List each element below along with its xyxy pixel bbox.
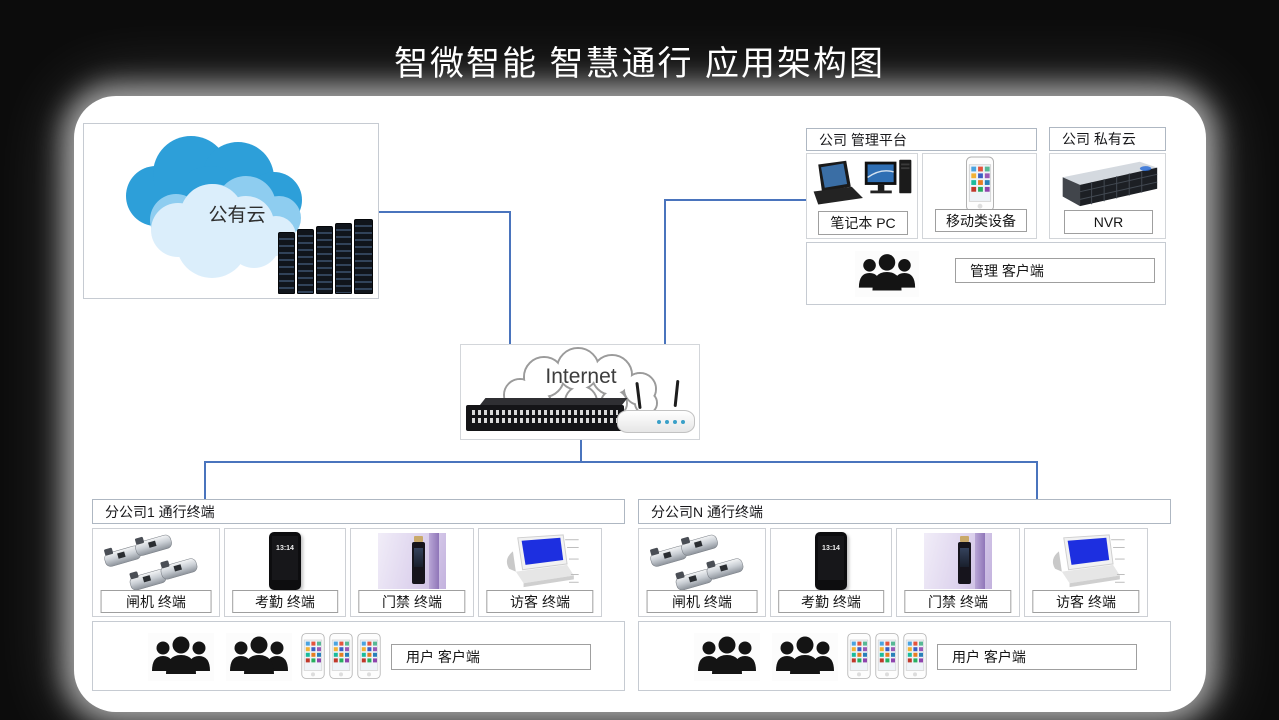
- network-switch-icon: [466, 398, 628, 431]
- gate-terminal-box: 闸机 终端: [92, 528, 220, 617]
- access-terminal-label: 门禁 终端: [904, 590, 1012, 613]
- branch1-header-label: 分公司1 通行终端: [105, 503, 215, 520]
- turnstile-gate-icon: [101, 531, 199, 591]
- branchN-header: 分公司N 通行终端: [638, 499, 1171, 524]
- access-terminal-box: 门禁 终端: [350, 528, 474, 617]
- attendance-device-icon: 13:14: [815, 532, 847, 590]
- gate-terminal-label: 闸机 终端: [100, 590, 212, 613]
- smartphone-icon: [875, 633, 899, 679]
- internet-label: Internet: [545, 365, 617, 388]
- connector-internet-down: [580, 440, 582, 463]
- smartphone-icon: [847, 633, 871, 679]
- internet-box: Internet: [460, 344, 700, 440]
- admin-users-icon: [855, 251, 919, 297]
- attendance-terminal-label: 考勤 终端: [232, 590, 338, 613]
- visitor-kiosk-icon: [506, 534, 580, 588]
- connector-mgmt-internet-h: [664, 199, 806, 201]
- attendance-screen-time: 13:14: [822, 545, 840, 552]
- smartphone-icon: [357, 633, 381, 679]
- mgmt-client-label: 管理 客户端: [955, 258, 1155, 283]
- private-cloud-header: 公司 私有云: [1049, 127, 1166, 151]
- branch1-user-row: 用户 客户端: [92, 621, 625, 691]
- connector-branchN-v: [1036, 461, 1038, 499]
- branchN-section: 分公司N 通行终端 闸机 终端 13:14 考勤 终端 门禁 终端: [638, 499, 1171, 691]
- mobile-device-box: 移动类设备: [922, 153, 1037, 239]
- mgmt-platform-header: 公司 管理平台: [806, 128, 1037, 151]
- user-client-label: 用户 客户端: [937, 644, 1137, 670]
- public-cloud-label: 公有云: [208, 205, 266, 226]
- gate-terminal-box: 闸机 终端: [638, 528, 766, 617]
- visitor-terminal-label: 访客 终端: [1032, 590, 1140, 613]
- attendance-device-icon: 13:14: [269, 532, 301, 590]
- nvr-label: NVR: [1064, 210, 1153, 234]
- laptop-pc-icon: [813, 159, 912, 205]
- connector-mgmt-internet-v: [664, 199, 666, 345]
- access-control-device-icon: [924, 533, 992, 589]
- connector-branches-h: [204, 461, 1038, 463]
- connector-cloud-internet-h: [378, 211, 510, 213]
- attendance-terminal-box: 13:14 考勤 终端: [770, 528, 892, 617]
- turnstile-gate-icon: [647, 531, 745, 591]
- public-cloud-box: 公有云: [83, 123, 379, 299]
- attendance-terminal-label: 考勤 终端: [778, 590, 884, 613]
- access-terminal-box: 门禁 终端: [896, 528, 1020, 617]
- private-cloud-header-label: 公司 私有云: [1062, 131, 1136, 147]
- wireless-router-icon: [617, 379, 695, 434]
- visitor-kiosk-icon: [1052, 534, 1126, 588]
- users-icon: [226, 633, 292, 681]
- attendance-terminal-box: 13:14 考勤 终端: [224, 528, 346, 617]
- nvr-server-icon: [1062, 161, 1158, 207]
- connector-branch1-v: [204, 461, 206, 499]
- public-cloud-icon: [126, 136, 302, 278]
- gate-terminal-label: 闸机 终端: [646, 590, 758, 613]
- smartphone-icon: [329, 633, 353, 679]
- smartphone-icon: [903, 633, 927, 679]
- smartphone-icon: [301, 633, 325, 679]
- access-terminal-label: 门禁 终端: [358, 590, 466, 613]
- mgmt-client-row: 管理 客户端: [806, 242, 1166, 305]
- access-control-device-icon: [378, 533, 446, 589]
- visitor-terminal-label: 访客 终端: [486, 590, 594, 613]
- user-client-label: 用户 客户端: [391, 644, 591, 670]
- laptop-pc-label: 笔记本 PC: [818, 211, 908, 235]
- laptop-pc-box: 笔记本 PC: [806, 153, 918, 239]
- branchN-user-row: 用户 客户端: [638, 621, 1171, 691]
- branch1-header: 分公司1 通行终端: [92, 499, 625, 524]
- users-icon: [694, 633, 760, 681]
- users-icon: [148, 633, 214, 681]
- smartphone-icon: [966, 156, 994, 212]
- page-title: 智微智能 智慧通行 应用架构图: [394, 45, 885, 83]
- visitor-terminal-box: 访客 终端: [478, 528, 602, 617]
- attendance-screen-time: 13:14: [276, 545, 294, 552]
- visitor-terminal-box: 访客 终端: [1024, 528, 1148, 617]
- connector-cloud-internet-v: [509, 211, 511, 345]
- mobile-device-label: 移动类设备: [935, 209, 1027, 232]
- branch1-section: 分公司1 通行终端 闸机 终端 13:14 考勤 终端 门禁 终端: [92, 499, 625, 691]
- branchN-header-label: 分公司N 通行终端: [651, 503, 763, 520]
- server-rack-icon: [276, 219, 373, 294]
- users-icon: [772, 633, 838, 681]
- mgmt-platform-header-label: 公司 管理平台: [819, 131, 907, 148]
- nvr-box: NVR: [1049, 153, 1166, 239]
